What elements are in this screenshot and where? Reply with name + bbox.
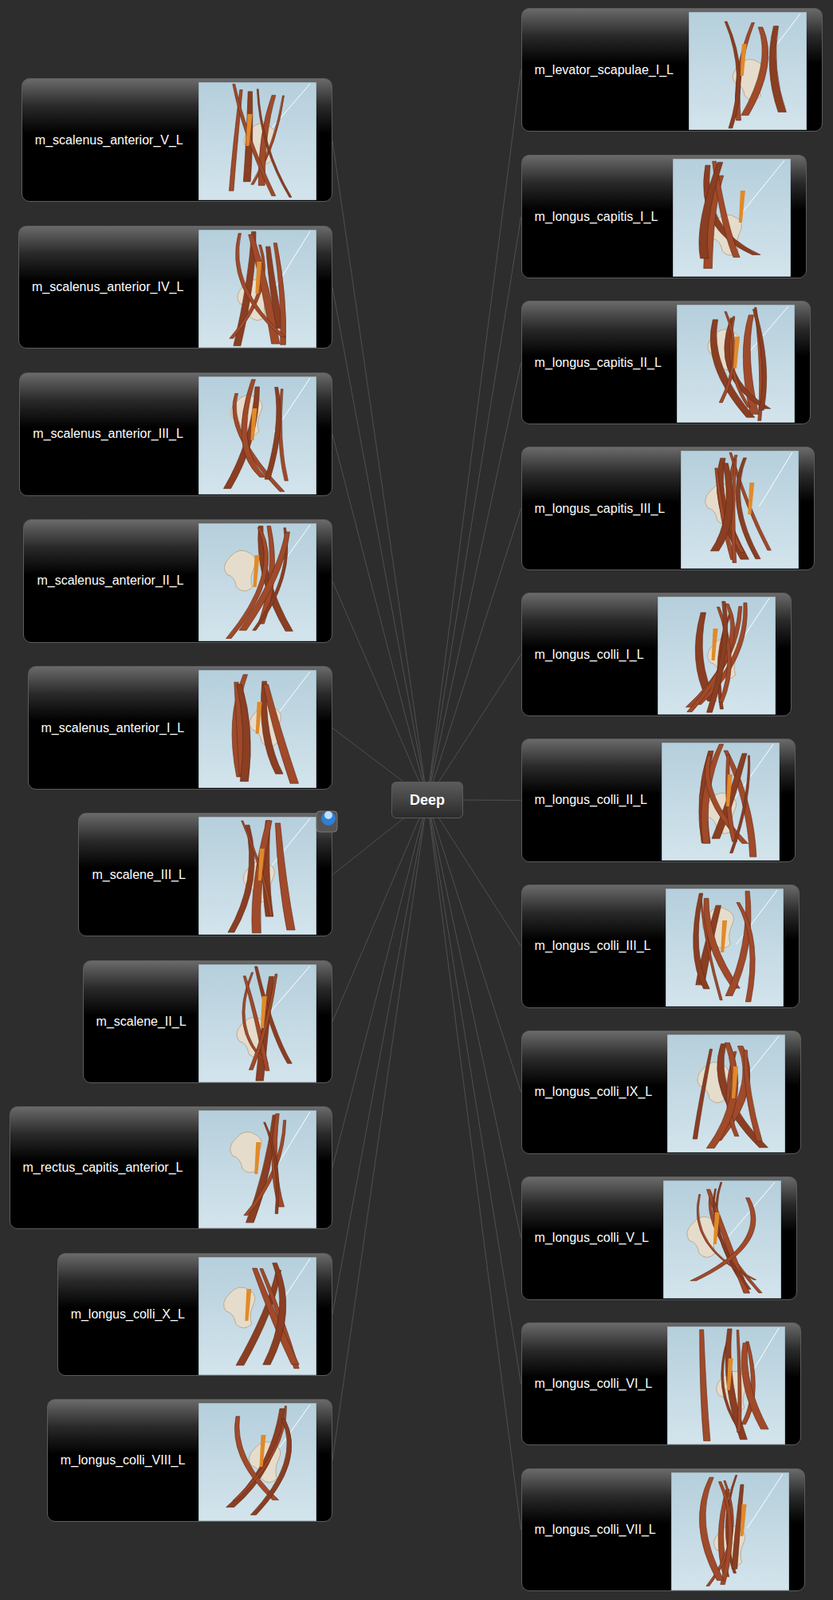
connector <box>463 799 522 801</box>
muscle-name: m_longus_colli_X_L <box>70 1306 185 1321</box>
muscle-thumbnail <box>198 229 317 348</box>
connector <box>439 817 522 947</box>
muscle-name: m_longus_colli_VIII_L <box>60 1452 186 1467</box>
muscle-box: m_longus_colli_V_L <box>521 1175 798 1300</box>
connector <box>431 817 522 1238</box>
muscle-thumbnail <box>665 888 784 1006</box>
muscle-box: m_scalenus_anterior_III_L <box>19 372 333 496</box>
muscle-thumbnail <box>688 11 807 130</box>
muscle-box: m_scalenus_anterior_V_L <box>21 78 333 202</box>
muscle-name: m_longus_capitis_I_L <box>534 209 659 224</box>
connector <box>439 654 522 782</box>
hub-box: Deep <box>391 781 464 818</box>
muscle-name: m_scalene_II_L <box>96 1013 187 1029</box>
muscle-name: m_scalenus_anterior_III_L <box>32 426 184 441</box>
connector <box>332 817 423 1167</box>
muscle-box: m_longus_capitis_I_L <box>521 154 807 279</box>
muscle-name: m_longus_colli_VI_L <box>534 1375 653 1391</box>
muscle-name: m_longus_colli_II_L <box>534 792 648 807</box>
connector <box>332 727 404 782</box>
muscle-box: m_longus_capitis_II_L <box>521 300 811 425</box>
muscle-box: m_longus_colli_VII_L <box>521 1467 806 1592</box>
muscle-thumbnail <box>198 963 317 1082</box>
muscle-box: m_levator_scapulae_I_L <box>521 7 824 132</box>
muscle-box: m_longus_colli_IX_L <box>521 1029 802 1154</box>
muscle-name: m_longus_colli_VII_L <box>534 1521 657 1537</box>
muscle-box: m_longus_colli_VIII_L <box>47 1398 333 1522</box>
muscle-thumbnail <box>198 82 317 201</box>
muscle-name: m_scalenus_anterior_I_L <box>41 720 185 735</box>
muscle-thumbnail <box>198 522 317 641</box>
connector <box>429 70 522 782</box>
connector <box>430 216 522 782</box>
muscle-thumbnail <box>198 1256 317 1375</box>
muscle-thumbnail <box>672 158 791 277</box>
muscle-thumbnail <box>198 1402 317 1521</box>
muscle-box: m_longus_colli_II_L <box>521 738 796 862</box>
muscle-thumbnail <box>667 1325 786 1444</box>
muscle-name: m_scalene_III_L <box>91 867 185 882</box>
muscle-box: m_scalenus_anterior_IV_L <box>18 225 333 350</box>
muscle-thumbnail <box>198 1109 317 1228</box>
muscle-box: m_longus_colli_X_L <box>57 1252 333 1376</box>
connector <box>432 508 521 782</box>
muscle-thumbnail <box>671 1471 790 1590</box>
muscle-box: m_longus_colli_III_L <box>521 884 800 1008</box>
connector <box>332 817 425 1314</box>
muscle-name: m_longus_colli_IX_L <box>534 1084 653 1099</box>
muscle-thumbnail <box>198 816 317 935</box>
muscle-box: m_scalenus_anterior_I_L <box>27 665 333 790</box>
connector <box>332 817 405 875</box>
muscle-name: m_levator_scapulae_I_L <box>534 62 674 78</box>
connector <box>332 580 420 781</box>
connector <box>332 140 425 782</box>
muscle-name: m_scalenus_anterior_IV_L <box>31 279 184 295</box>
muscle-name: m_longus_colli_I_L <box>534 647 645 662</box>
muscle-box: m_scalene_III_L <box>78 812 332 936</box>
connector <box>332 817 420 1022</box>
muscle-box: m_longus_capitis_III_L <box>521 446 815 570</box>
muscle-thumbnail <box>676 304 795 423</box>
muscle-box: m_scalenus_anterior_II_L <box>23 518 333 643</box>
muscle-name: m_longus_colli_III_L <box>534 938 652 953</box>
connector <box>431 362 522 782</box>
connector <box>332 817 425 1460</box>
connector <box>430 817 522 1384</box>
muscle-thumbnail <box>657 596 776 715</box>
muscle-name: m_scalenus_anterior_II_L <box>36 573 184 588</box>
muscle-name: m_longus_colli_V_L <box>534 1229 649 1245</box>
muscle-thumbnail <box>680 450 799 569</box>
muscle-box: m_longus_colli_I_L <box>521 592 792 716</box>
muscle-thumbnail <box>198 669 317 788</box>
muscle-name: m_rectus_capitis_anterior_L <box>23 1159 184 1175</box>
muscle-name: m_scalenus_anterior_V_L <box>35 133 184 148</box>
connector <box>332 286 425 782</box>
muscle-name: m_longus_capitis_II_L <box>534 355 662 370</box>
muscle-box: m_scalene_II_L <box>82 959 333 1084</box>
status-icon <box>315 809 338 833</box>
muscle-box: m_rectus_capitis_anterior_L <box>9 1105 333 1230</box>
muscle-name: m_longus_capitis_III_L <box>534 501 666 516</box>
connector <box>429 817 522 1529</box>
muscle-thumbnail <box>667 1033 786 1152</box>
hub-label: Deep <box>409 790 445 808</box>
connector <box>332 433 423 782</box>
muscle-thumbnail <box>663 1179 782 1298</box>
connector <box>432 817 521 1092</box>
muscle-box: m_longus_colli_VI_L <box>521 1321 802 1446</box>
muscle-thumbnail <box>198 376 317 495</box>
muscle-thumbnail <box>661 742 780 861</box>
